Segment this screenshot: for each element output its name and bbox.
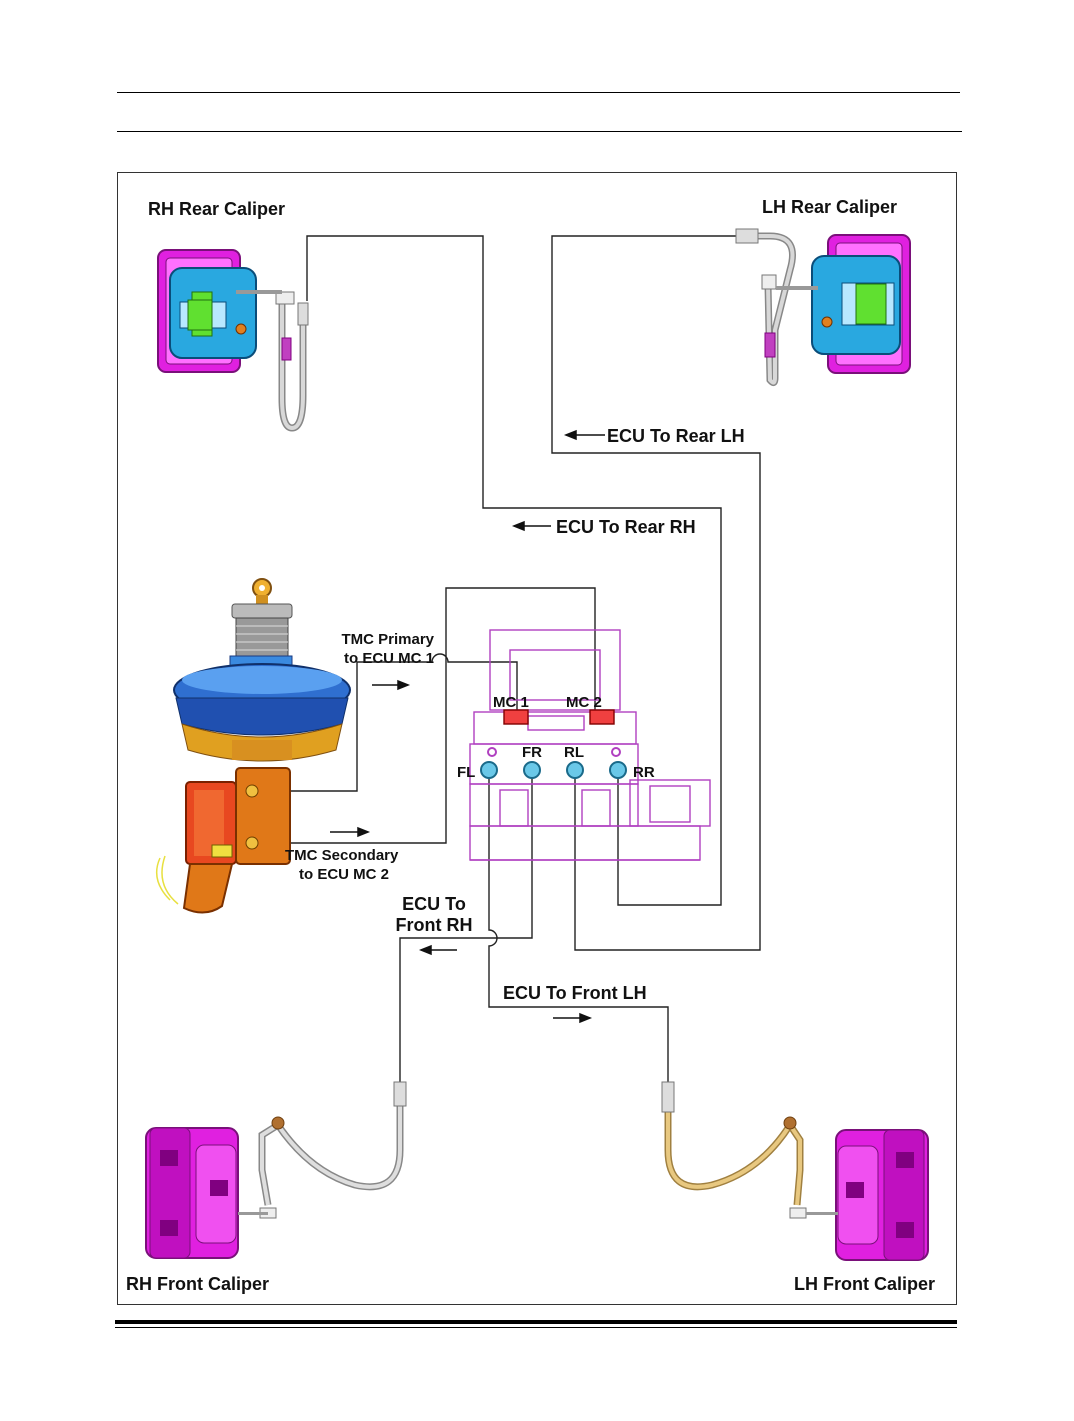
label-port-fl: FL	[457, 764, 475, 781]
diagram-frame	[117, 172, 957, 1305]
hose-lh-front	[661, 1081, 807, 1219]
lh-front-caliper	[806, 1129, 929, 1261]
label-port-mc2: MC 2	[566, 694, 602, 711]
arrow-left-icon	[511, 520, 551, 532]
label-port-mc1: MC 1	[493, 694, 529, 711]
arrow-right-icon	[372, 679, 411, 691]
line-ecu-to-rear-rh	[306, 235, 722, 906]
hose-rh-rear	[275, 291, 309, 432]
label-ecu-to-front-rh-line2: Front RH	[396, 915, 473, 935]
label-tmc-secondary-line2: to ECU MC 2	[299, 866, 389, 883]
label-ecu-to-rear-rh: ECU To Rear RH	[556, 517, 696, 537]
hose-rh-front	[258, 1081, 407, 1219]
rh-front-caliper	[145, 1127, 268, 1259]
rh-rear-caliper	[157, 249, 282, 373]
header-rule-top	[117, 92, 960, 93]
label-ecu-to-front-rh-line1: ECU To	[402, 894, 466, 914]
footer-rule-thick	[115, 1320, 957, 1324]
label-rh-front-caliper: RH Front Caliper	[126, 1274, 269, 1294]
ecu-hydraulic-unit	[469, 629, 711, 861]
label-rh-rear-caliper: RH Rear Caliper	[148, 199, 285, 219]
brake-lines	[262, 235, 761, 1083]
line-ecu-to-front-rh	[399, 770, 533, 1083]
label-port-fr: FR	[522, 744, 542, 761]
line-ecu-to-rear-lh	[551, 235, 761, 951]
footer-rule-thin	[115, 1327, 957, 1328]
lh-rear-caliper	[776, 234, 911, 374]
header-rule-bottom	[117, 131, 962, 132]
hose-lh-rear	[735, 228, 796, 387]
label-tmc-secondary-line1: TMC Secondary	[285, 847, 399, 864]
label-port-rl: RL	[564, 744, 584, 761]
label-lh-front-caliper: LH Front Caliper	[794, 1274, 935, 1294]
direction-arrows	[330, 429, 605, 1024]
label-ecu-to-rear-lh: ECU To Rear LH	[607, 426, 745, 446]
label-tmc-primary-line2: to ECU MC 1	[344, 650, 434, 667]
label-lh-rear-caliper: LH Rear Caliper	[762, 197, 897, 217]
arrow-left-icon	[563, 429, 605, 441]
line-ecu-to-front-lh	[488, 770, 669, 1083]
label-ecu-to-front-lh: ECU To Front LH	[503, 983, 647, 1003]
arrow-right-icon	[553, 1012, 593, 1024]
arrow-right-icon	[330, 826, 371, 838]
label-tmc-primary-line1: TMC Primary	[341, 631, 434, 648]
arrow-left-icon	[418, 944, 457, 956]
label-port-rr: RR	[633, 764, 655, 781]
line-tmc-primary	[262, 653, 518, 792]
brake-booster-master-cylinder	[155, 578, 351, 914]
